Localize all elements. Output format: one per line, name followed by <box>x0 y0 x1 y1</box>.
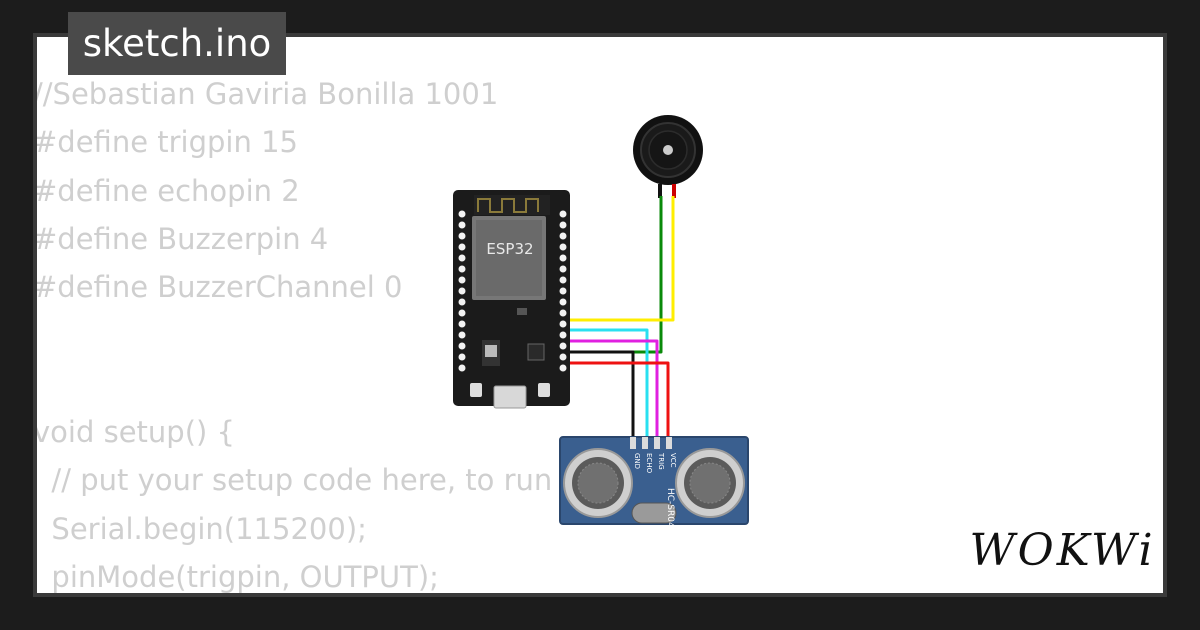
wire-magenta <box>566 339 659 437</box>
file-tab-label: sketch.ino <box>82 22 272 65</box>
code-line: #define BuzzerChannel 0 <box>33 270 403 305</box>
code-line: //Sebastian Gaviria Bonilla 1001 <box>33 77 499 111</box>
buzzer[interactable] <box>633 115 703 198</box>
code-line: #define trigpin 15 <box>33 125 298 160</box>
esp32-label: ESP32 <box>486 240 533 258</box>
sensor-label: HC-SR04 <box>665 488 675 528</box>
svg-text:TRIG: TRIG <box>657 452 665 470</box>
wire-black <box>566 350 635 437</box>
esp32-pins-left <box>458 210 466 372</box>
wire-yellow <box>566 196 675 322</box>
ultrasonic-sensor[interactable]: GND ECHO TRIG VCC HC-SR04 <box>559 436 749 528</box>
wire-red <box>566 361 670 437</box>
code-editor: //Sebastian Gaviria Bonilla 1001 #define … <box>33 70 641 601</box>
file-tab[interactable]: sketch.ino <box>68 12 286 75</box>
code-line: #define echopin 2 <box>33 173 300 208</box>
code-line: void setup() { <box>33 415 235 450</box>
esp32-board[interactable]: ESP32 <box>453 190 570 409</box>
code-line: Serial.begin(115200); <box>33 511 367 546</box>
esp32-pins-right <box>559 210 567 372</box>
code-line: // put your setup code here, to run once… <box>33 463 642 498</box>
code-line: #define Buzzerpin 4 <box>33 221 329 256</box>
code-line: pinMode(trigpin, OUTPUT); <box>33 559 439 594</box>
wokwi-logo-text: WOKWi <box>969 524 1156 576</box>
svg-text:VCC: VCC <box>669 453 677 468</box>
wokwi-logo: WOKWi <box>969 520 1152 580</box>
sensor-pin-headers <box>630 437 672 449</box>
wires <box>566 196 675 437</box>
svg-text:ECHO: ECHO <box>645 453 653 474</box>
wire-cyan <box>566 328 649 437</box>
svg-text:GND: GND <box>633 453 641 469</box>
sensor-pin-labels: GND ECHO TRIG VCC <box>633 452 677 474</box>
bottom-mask <box>33 593 1167 630</box>
antenna-trace <box>477 198 539 213</box>
